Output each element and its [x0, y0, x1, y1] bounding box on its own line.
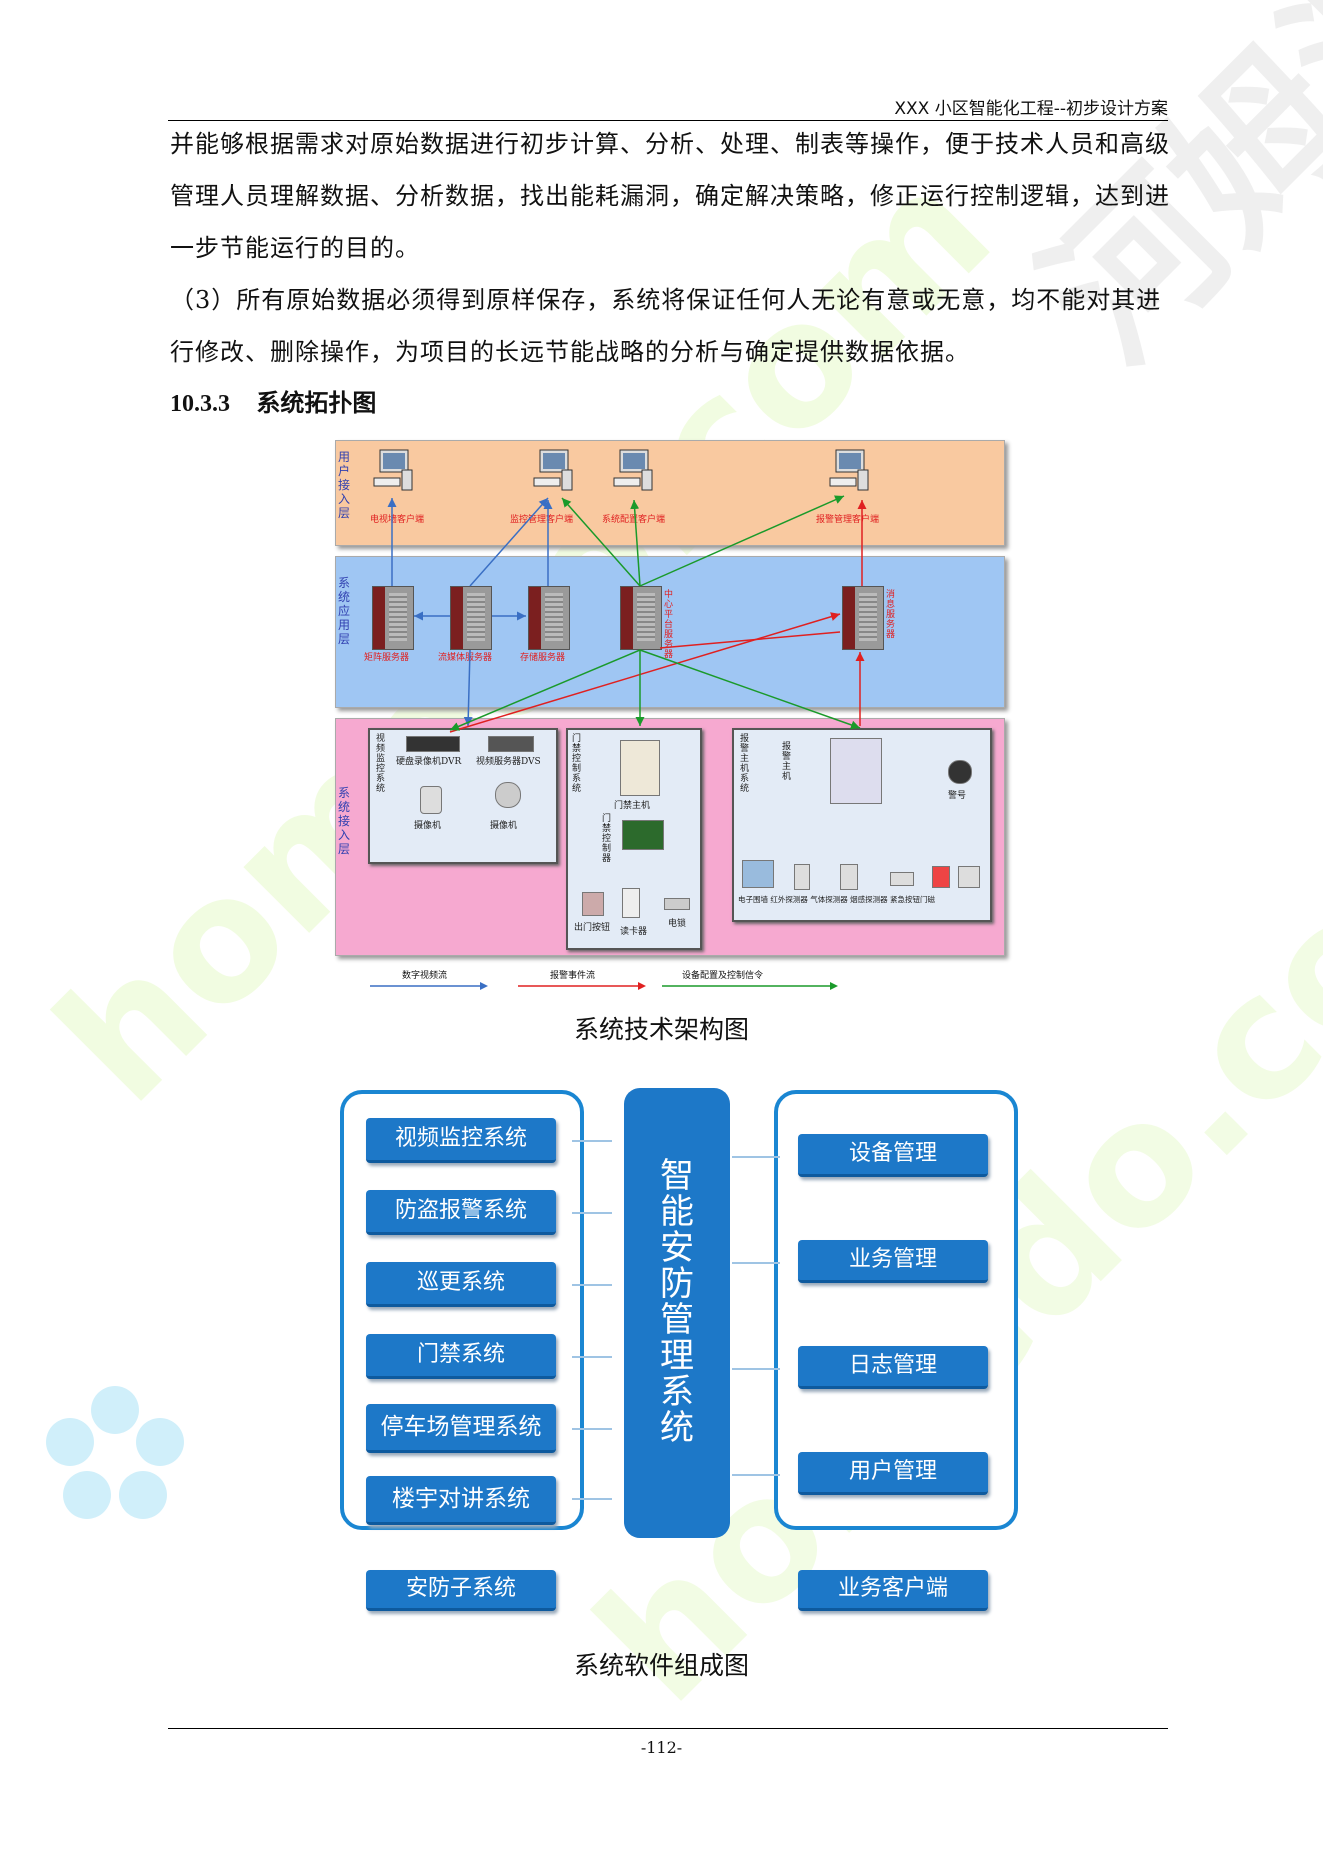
dvr-icon [406, 736, 460, 752]
server-icon [372, 586, 414, 650]
subsystem-button: 视频监控系统 [366, 1118, 556, 1163]
alarm-subsystem-box [732, 728, 992, 922]
computer-icon [373, 449, 413, 491]
section-title: 系统拓扑图 [256, 388, 377, 417]
architecture-diagram: 用户接入层 系统应用层 系统接入层 电视墙客户端 监控管理客户端 系统配置客户端… [330, 436, 1008, 990]
controller-board-icon [622, 820, 664, 850]
user-access-layer [335, 440, 1005, 546]
subsystem-button: 停车场管理系统 [366, 1404, 556, 1453]
dome-camera-icon [495, 782, 521, 808]
exit-button-icon [582, 892, 604, 916]
figure-caption: 系统软件组成图 [573, 1651, 749, 1680]
section-number: 10.3.3 [170, 391, 230, 417]
dvr-label: 硬盘录像机DVR [396, 757, 462, 767]
door-host-icon [620, 740, 660, 796]
legend-config: 设备配置及控制信令 [682, 971, 764, 981]
page-number: -112- [640, 1738, 683, 1757]
subsystem-button: 防盗报警系统 [366, 1190, 556, 1235]
subsystem-button: 巡更系统 [366, 1262, 556, 1307]
server-label: 矩阵服务器 [364, 653, 410, 663]
software-composition-diagram: 智能安防管理系统 视频监控系统 防盗报警系统 巡更系统 门禁系统 停车场管理系统… [338, 1088, 1028, 1614]
page-header: XXX 小区智能化工程--初步设计方案 [168, 94, 1168, 121]
server-icon [450, 586, 492, 650]
client-module-button: 用户管理 [798, 1452, 988, 1495]
subsystem-button: 楼宇对讲系统 [366, 1476, 556, 1525]
application-layer [335, 556, 1005, 708]
server-label: 流媒体服务器 [438, 653, 493, 663]
server-icon [842, 586, 884, 650]
dvs-icon [488, 736, 534, 752]
center-system-label: 智能安防管理系统 [660, 1156, 694, 1448]
door-controller-label: 门禁控制器 [602, 814, 612, 864]
camera-label: 摄像机 [490, 821, 518, 831]
sensor-icon [932, 866, 950, 888]
layer-label-app: 系统应用层 [338, 576, 351, 646]
subsystem-button: 门禁系统 [366, 1334, 556, 1379]
client-module-button: 设备管理 [798, 1134, 988, 1177]
paragraph: （3）所有原始数据必须得到原样保存，系统将保证任何人无论有意或无意，均不能对其进… [170, 286, 1162, 366]
client-module-button: 日志管理 [798, 1346, 988, 1389]
server-icon [528, 586, 570, 650]
computer-icon [613, 449, 653, 491]
computer-icon [533, 449, 573, 491]
alarm-host-icon [830, 738, 882, 804]
client-module-button: 业务管理 [798, 1240, 988, 1283]
legend-alarm: 报警事件流 [550, 971, 596, 981]
server-icon [620, 586, 662, 650]
watermark-flower-icon [40, 1380, 190, 1530]
section-heading: 10.3.3 系统拓扑图 [170, 383, 376, 418]
camera-label: 摄像机 [414, 821, 442, 831]
figure-caption: 系统技术架构图 [573, 1015, 749, 1044]
alarm-host-label: 报警主机 [782, 742, 792, 782]
client-label: 系统配置客户端 [602, 515, 666, 525]
sensor-icon [890, 872, 914, 886]
alarm-subsystem-title: 报警主机系统 [740, 734, 750, 794]
computer-icon [829, 449, 869, 491]
sensor-labels: 电子围墙 红外探测器 气体探测器 烟感探测器 紧急按钮门磁 [738, 895, 936, 904]
layer-label-access: 系统接入层 [338, 786, 351, 856]
center-system: 智能安防管理系统 [624, 1088, 730, 1538]
sensor-icon [840, 864, 858, 890]
footer-rule [168, 1728, 1168, 1729]
server-label: 存储服务器 [520, 653, 566, 663]
left-footer-label: 安防子系统 [366, 1570, 556, 1611]
siren-icon [948, 760, 972, 784]
door-subsystem-title: 门禁控制系统 [572, 734, 582, 794]
sensor-icon [794, 864, 810, 890]
electric-lock-label: 电锁 [668, 919, 687, 929]
card-reader-label: 读卡器 [620, 927, 648, 937]
server-label: 中心平台服务器 [664, 590, 674, 660]
sensor-icon [742, 860, 774, 888]
camera-icon [420, 786, 442, 814]
connection-lines [387, 495, 867, 733]
sensor-icon [958, 866, 980, 888]
layer-label-user: 用户接入层 [338, 450, 351, 520]
electric-lock-icon [664, 898, 690, 910]
legend-arrows [370, 982, 838, 990]
client-label: 监控管理客户端 [510, 515, 574, 525]
card-reader-icon [622, 888, 640, 918]
client-label: 报警管理客户端 [816, 515, 880, 525]
paragraph: 并能够根据需求对原始数据进行初步计算、分析、处理、制表等操作，便于技术人员和高级… [170, 130, 1170, 262]
video-subsystem-title: 视频监控系统 [376, 734, 386, 794]
exit-button-label: 出门按钮 [574, 923, 611, 933]
left-frame [340, 1090, 584, 1530]
right-footer-label: 业务客户端 [798, 1570, 988, 1611]
dvs-label: 视频服务器DVS [476, 757, 541, 767]
door-host-label: 门禁主机 [614, 801, 651, 811]
server-label: 消息服务器 [886, 590, 896, 640]
client-label: 电视墙客户端 [370, 515, 425, 525]
siren-label: 警号 [948, 791, 967, 801]
legend-video: 数字视频流 [402, 971, 448, 981]
